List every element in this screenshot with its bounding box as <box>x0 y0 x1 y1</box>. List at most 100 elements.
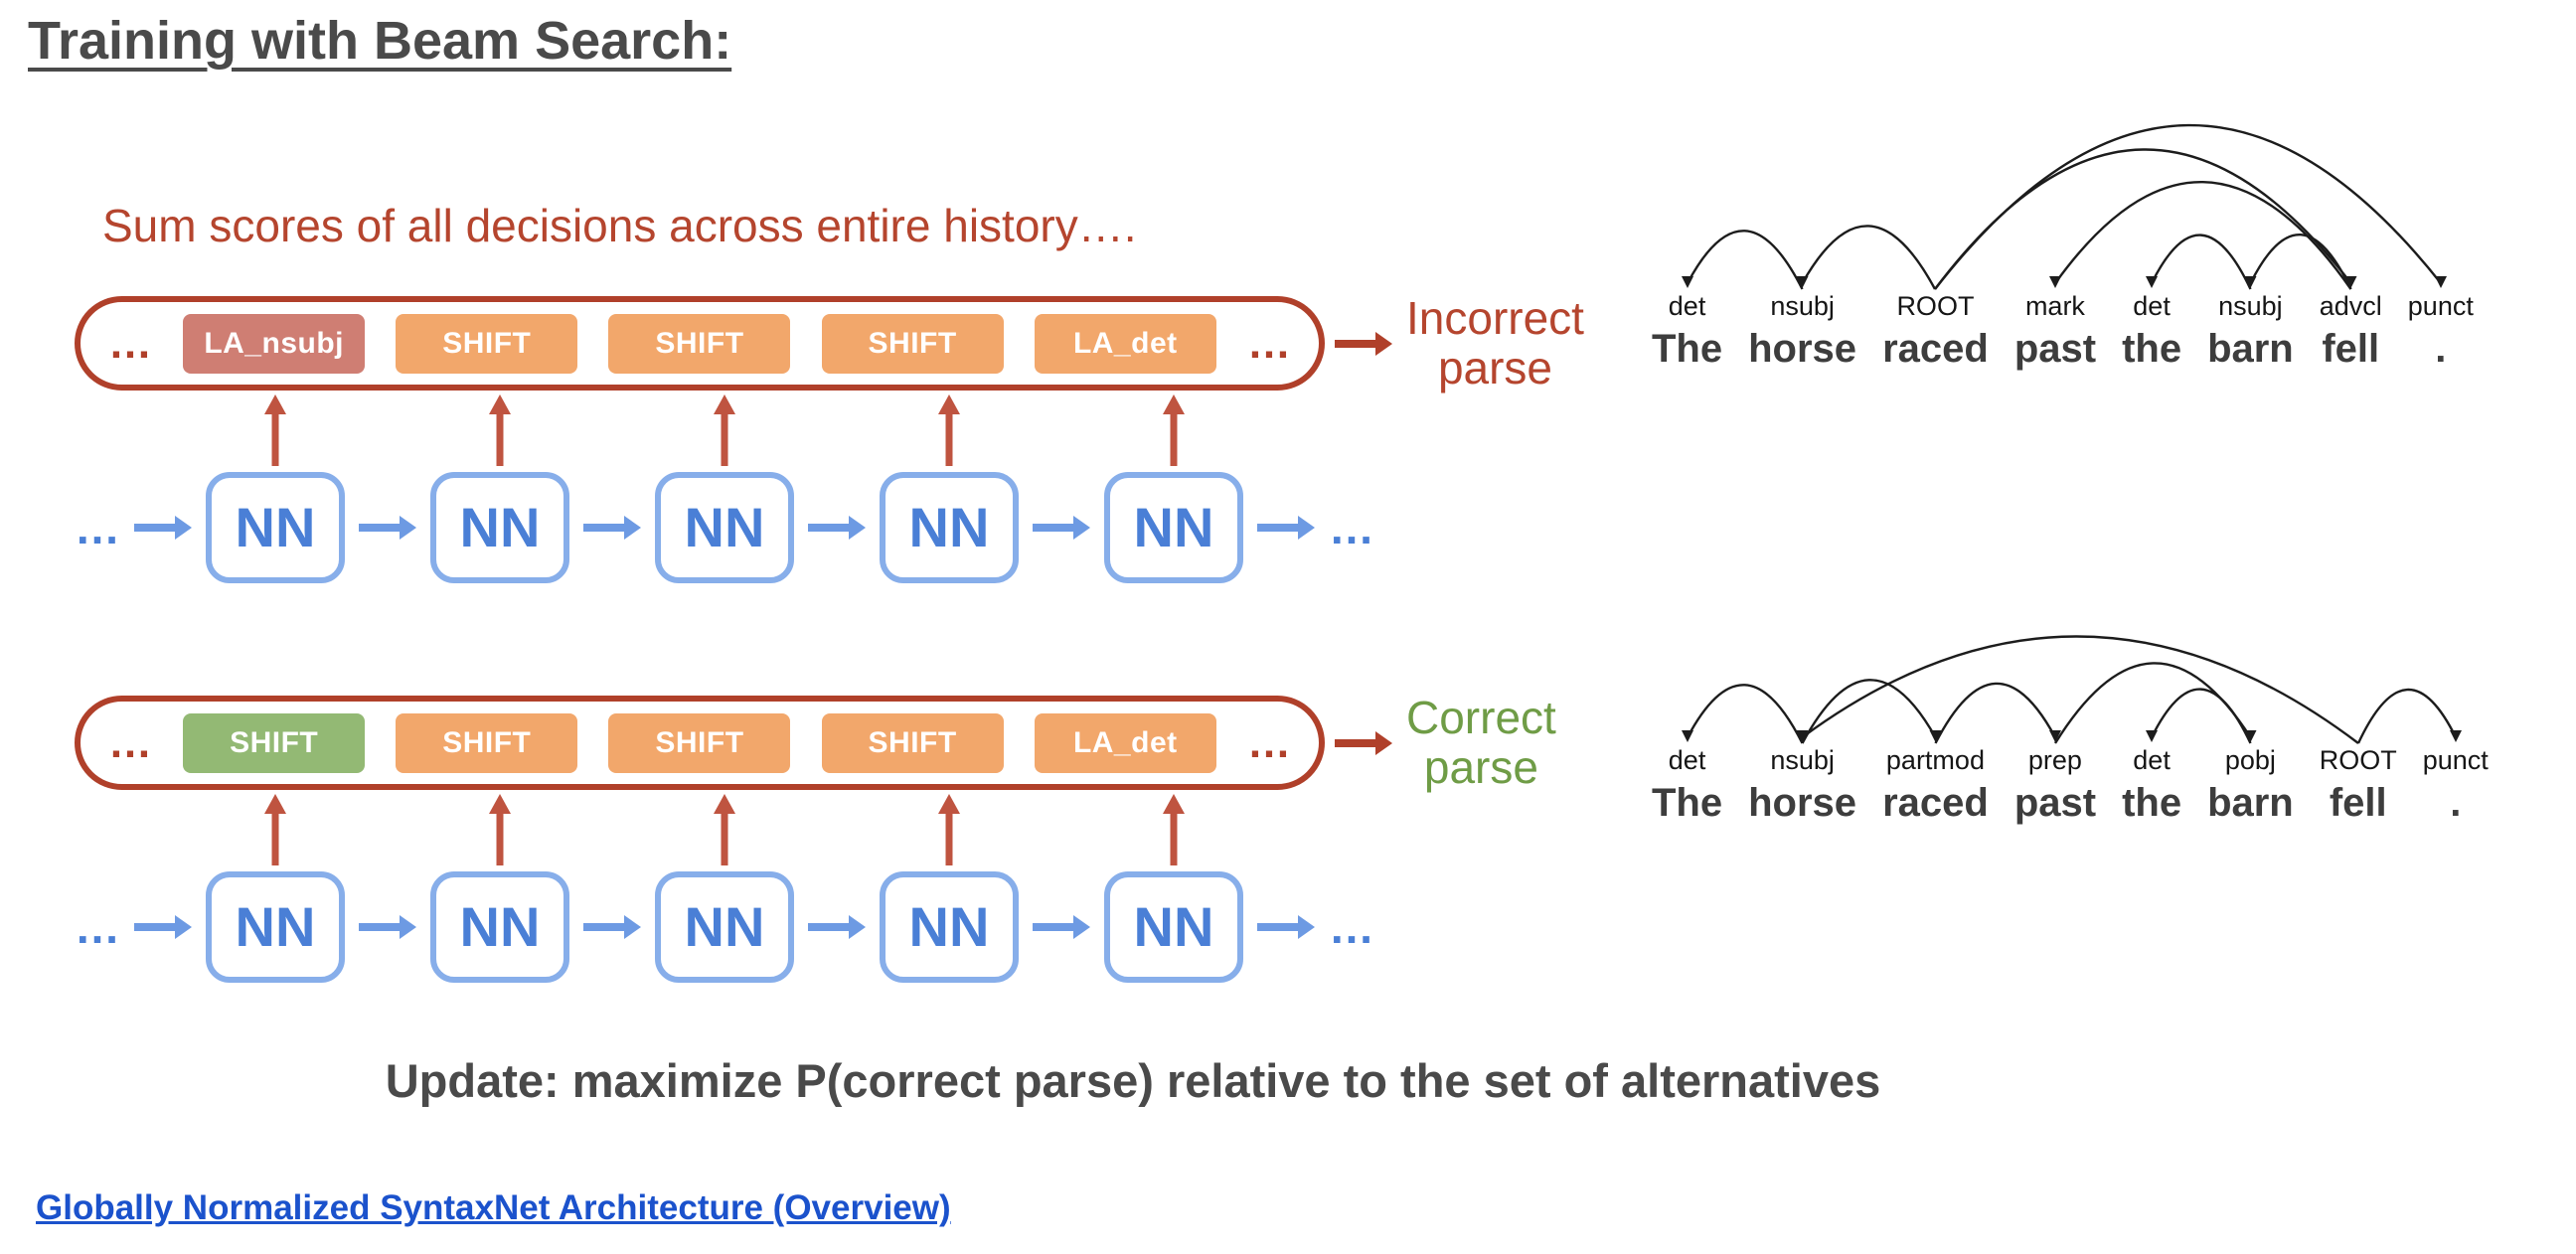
slide-title: Training with Beam Search: <box>28 11 732 71</box>
score-arrow <box>936 394 962 466</box>
sentence-word: raced <box>1882 781 1989 825</box>
sentence-word: horse <box>1748 327 1857 371</box>
sentence-word: barn <box>2207 327 2294 371</box>
nn-box: NN <box>206 471 345 583</box>
nn-box: NN <box>1104 471 1243 583</box>
dep-label-nsubj: nsubj <box>1770 291 1835 321</box>
parse-column: punct. <box>2408 293 2474 370</box>
dep-label-ROOT: ROOT <box>1896 291 1975 321</box>
parse-column: punct. <box>2423 747 2489 825</box>
dependency-arc <box>1686 684 1804 744</box>
parse-column: prep past <box>2013 745 2097 825</box>
right-arrow-icon <box>134 914 192 939</box>
sentence-word: fell <box>2329 781 2387 825</box>
nn-box: NN <box>880 471 1019 583</box>
score-arrow <box>712 394 737 466</box>
score-arrow <box>487 794 513 865</box>
sentence-word: raced <box>1882 327 1989 371</box>
decision-box-shift: SHIFT <box>608 313 791 374</box>
decision-box-shift: SHIFT <box>608 712 791 773</box>
right-arrow-icon <box>359 515 416 540</box>
decision-box-la_nsubj: LA_nsubj <box>183 313 366 374</box>
parse-column: partmod raced <box>1882 745 1989 825</box>
right-arrow-icon <box>808 914 866 939</box>
dep-label-partmod: partmod <box>1885 745 1985 775</box>
score-arrow <box>712 794 737 865</box>
dependency-arc <box>2249 234 2352 290</box>
score-arrow <box>1161 394 1187 466</box>
score-arrow <box>487 394 513 466</box>
parse-column: det the <box>2122 291 2182 371</box>
decision-box-shift: SHIFT <box>396 712 578 773</box>
nn-ellipsis-left: … <box>75 501 120 553</box>
dep-label-mark: mark <box>2024 291 2085 321</box>
up-arrow-icon <box>489 394 511 466</box>
dep-label-det: det <box>2133 291 2171 321</box>
dep-label-det: det <box>1668 291 1706 321</box>
sentence-word: . <box>2450 781 2462 825</box>
footer-link[interactable]: Globally Normalized SyntaxNet Architectu… <box>36 1188 951 1227</box>
arc-arrowhead-icon <box>1682 276 1693 288</box>
sentence-word: barn <box>2207 781 2294 825</box>
right-arrow-icon <box>1335 331 1392 356</box>
dep-label-det: det <box>2133 745 2171 775</box>
sentence-word: horse <box>1748 781 1857 825</box>
dependency-arc <box>1801 679 1937 744</box>
parse-column: det the <box>2122 745 2182 825</box>
decision-box-la_det: LA_det <box>1034 712 1216 773</box>
arc-arrowhead-icon <box>1682 730 1693 742</box>
nn-box: NN <box>1104 870 1243 983</box>
parse-column: ROOT raced <box>1882 291 1989 371</box>
decision-box-shift: SHIFT <box>396 313 578 374</box>
sentence-word: the <box>2122 781 2182 825</box>
sentence-word: past <box>2013 327 2097 371</box>
up-arrow-icon <box>714 794 735 865</box>
arc-arrowhead-icon <box>2344 276 2357 288</box>
up-arrow-icon <box>938 794 960 865</box>
dependency-arcs <box>1682 123 2447 290</box>
sentence-word: the <box>2122 327 2182 371</box>
dep-label-nsubj: nsubj <box>2218 291 2283 321</box>
nn-box: NN <box>655 471 794 583</box>
nn-ellipsis-right: … <box>1329 900 1374 953</box>
decision-box-la_det: LA_det <box>1034 313 1216 374</box>
dependency-arc <box>2150 688 2252 744</box>
arc-arrowhead-icon <box>2146 276 2158 288</box>
score-arrow <box>936 794 962 865</box>
dependency-arc <box>1686 230 1804 290</box>
right-arrow-icon <box>1257 515 1315 540</box>
dependency-arc <box>1934 123 2442 290</box>
dep-label-advcl: advcl <box>2319 291 2382 321</box>
dep-label-prep: prep <box>2027 745 2082 775</box>
ellipsis-right: … <box>1246 717 1291 767</box>
dep-label-pobj: pobj <box>2224 745 2276 775</box>
arc-arrowhead-icon <box>2049 730 2061 742</box>
up-arrow-icon <box>1163 394 1185 466</box>
sentence-word: The <box>1652 781 1723 825</box>
sum-scores-caption: Sum scores of all decisions across entir… <box>102 200 1137 251</box>
dependency-arc <box>2150 234 2252 290</box>
sentence-word: The <box>1652 327 1723 371</box>
right-arrow-icon <box>1335 730 1392 755</box>
ellipsis-right: … <box>1246 318 1291 368</box>
arc-arrowhead-icon <box>1796 276 1809 288</box>
sentence-word: past <box>2013 781 2097 825</box>
ellipsis-left: … <box>108 318 152 368</box>
update-caption: Update: maximize P(correct parse) relati… <box>385 1054 1881 1107</box>
sentence-word: fell <box>2322 327 2380 371</box>
arc-arrowhead-icon <box>2450 730 2462 742</box>
